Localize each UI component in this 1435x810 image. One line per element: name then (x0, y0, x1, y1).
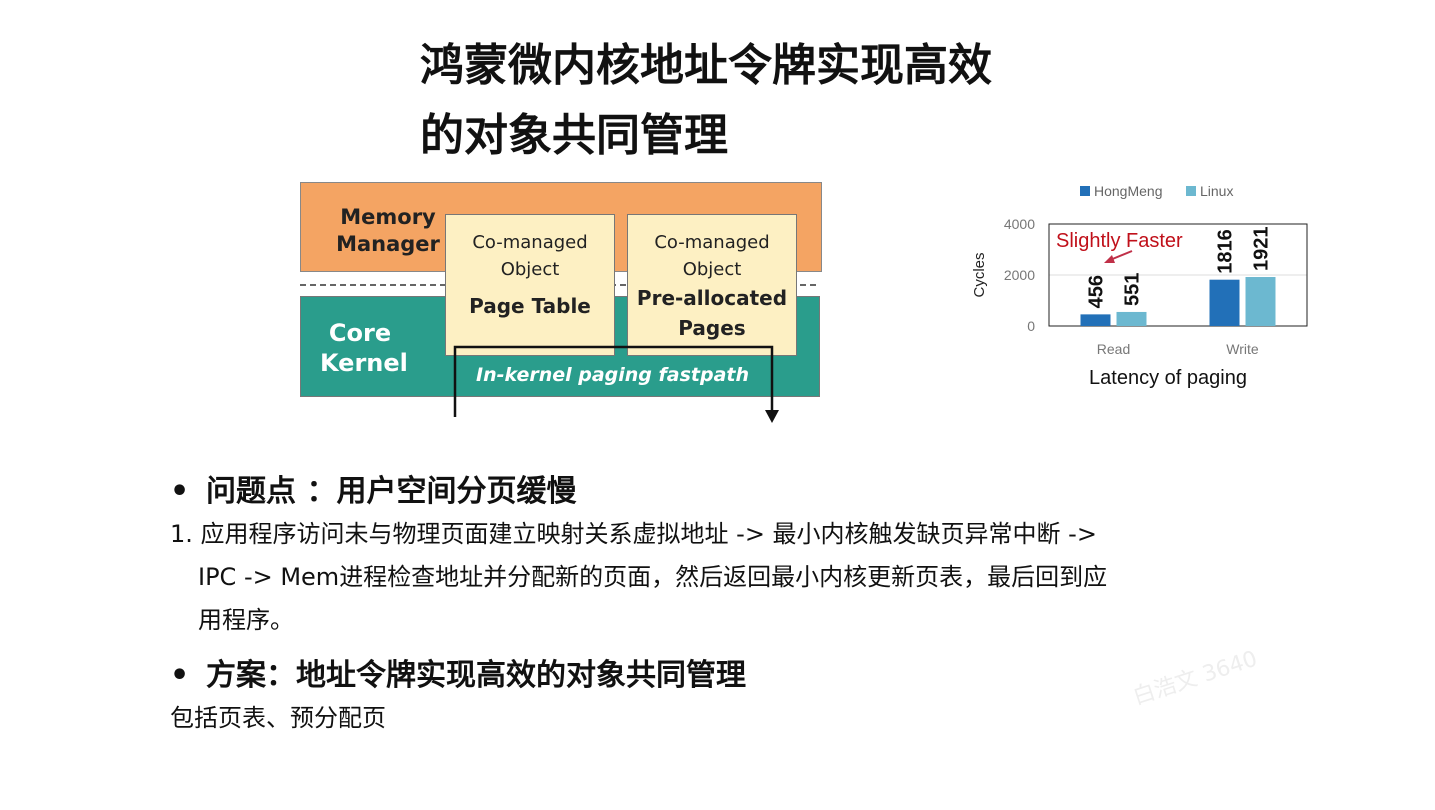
annotation-text: Slightly Faster (1056, 230, 1183, 252)
y-axis-label: Cycles (971, 252, 988, 297)
object-main-label: Pre-allocated Pages (636, 286, 788, 340)
co-managed-object-pages: Co-managed Object Pre-allocated Pages (627, 214, 797, 356)
legend-label: HongMeng (1094, 183, 1163, 199)
annotation-arrow (1109, 250, 1133, 261)
legend-label: Linux (1200, 183, 1233, 199)
x-tick-label: Write (1226, 341, 1259, 357)
problem-description: 1. 应用程序访问未与物理页面建立映射关系虚拟地址 -> 最小内核触发缺页异常中… (170, 513, 1107, 642)
bar-value-label: 1921 (1251, 227, 1273, 272)
slide-title-line1: 鸿蒙微内核地址令牌实现高效 (420, 40, 992, 91)
bullet-text: 问题点 ：用户空间分页缓慢 (206, 474, 577, 509)
bar-hongmeng-write (1209, 279, 1240, 326)
slide-title-line2: 的对象共同管理 (420, 110, 728, 161)
bar-linux-write (1245, 277, 1276, 326)
bullet-solution: • 方案：地址令牌实现高效的对象共同管理 (170, 650, 746, 694)
fastpath-arrow (453, 345, 779, 423)
y-tick-label: 0 (1027, 318, 1035, 334)
annotation-arrowhead (1104, 255, 1115, 263)
x-axis-title: Latency of paging (1089, 367, 1247, 389)
memory-manager-label: Memory Manager (336, 205, 440, 256)
bullet-text: 方案：地址令牌实现高效的对象共同管理 (206, 658, 746, 693)
bullet-marker: • (170, 474, 190, 509)
bullet-problem: • 问题点 ：用户空间分页缓慢 (170, 466, 576, 510)
legend-swatch (1186, 186, 1196, 196)
bar-hongmeng-read (1080, 314, 1111, 326)
y-tick-label: 2000 (1004, 267, 1035, 283)
fastpath-label: In-kernel paging fastpath (476, 364, 750, 386)
object-main-label: Page Table (469, 294, 591, 318)
bar-value-label: 456 (1086, 275, 1108, 308)
legend-swatch (1080, 186, 1090, 196)
solution-description: 包括页表、预分配页 (170, 704, 386, 732)
x-tick-label: Read (1097, 341, 1130, 357)
desc-line: 1. 应用程序访问未与物理页面建立映射关系虚拟地址 -> 最小内核触发缺页异常中… (170, 520, 1097, 548)
bullet-marker: • (170, 658, 190, 693)
core-kernel-label: Core Kernel (320, 319, 408, 377)
desc-line: 用程序。 (198, 606, 294, 634)
co-managed-object-page-table: Co-managed Object Page Table (445, 214, 615, 356)
desc-line: IPC -> Mem进程检查地址并分配新的页面，然后返回最小内核更新页表，最后回… (198, 563, 1108, 591)
bar-linux-read (1116, 311, 1147, 326)
object-sub-label: Co-managed Object (654, 232, 770, 280)
object-sub-label: Co-managed Object (472, 232, 588, 280)
y-tick-label: 4000 (1004, 216, 1035, 232)
bar-value-label: 551 (1122, 273, 1144, 306)
plot-frame (1048, 223, 1308, 327)
bar-value-label: 1816 (1215, 229, 1237, 274)
watermark: 白浩文 3640 (1130, 646, 1261, 711)
architecture-diagram: Memory Manager Core Kernel Co-managed Ob… (300, 182, 822, 427)
